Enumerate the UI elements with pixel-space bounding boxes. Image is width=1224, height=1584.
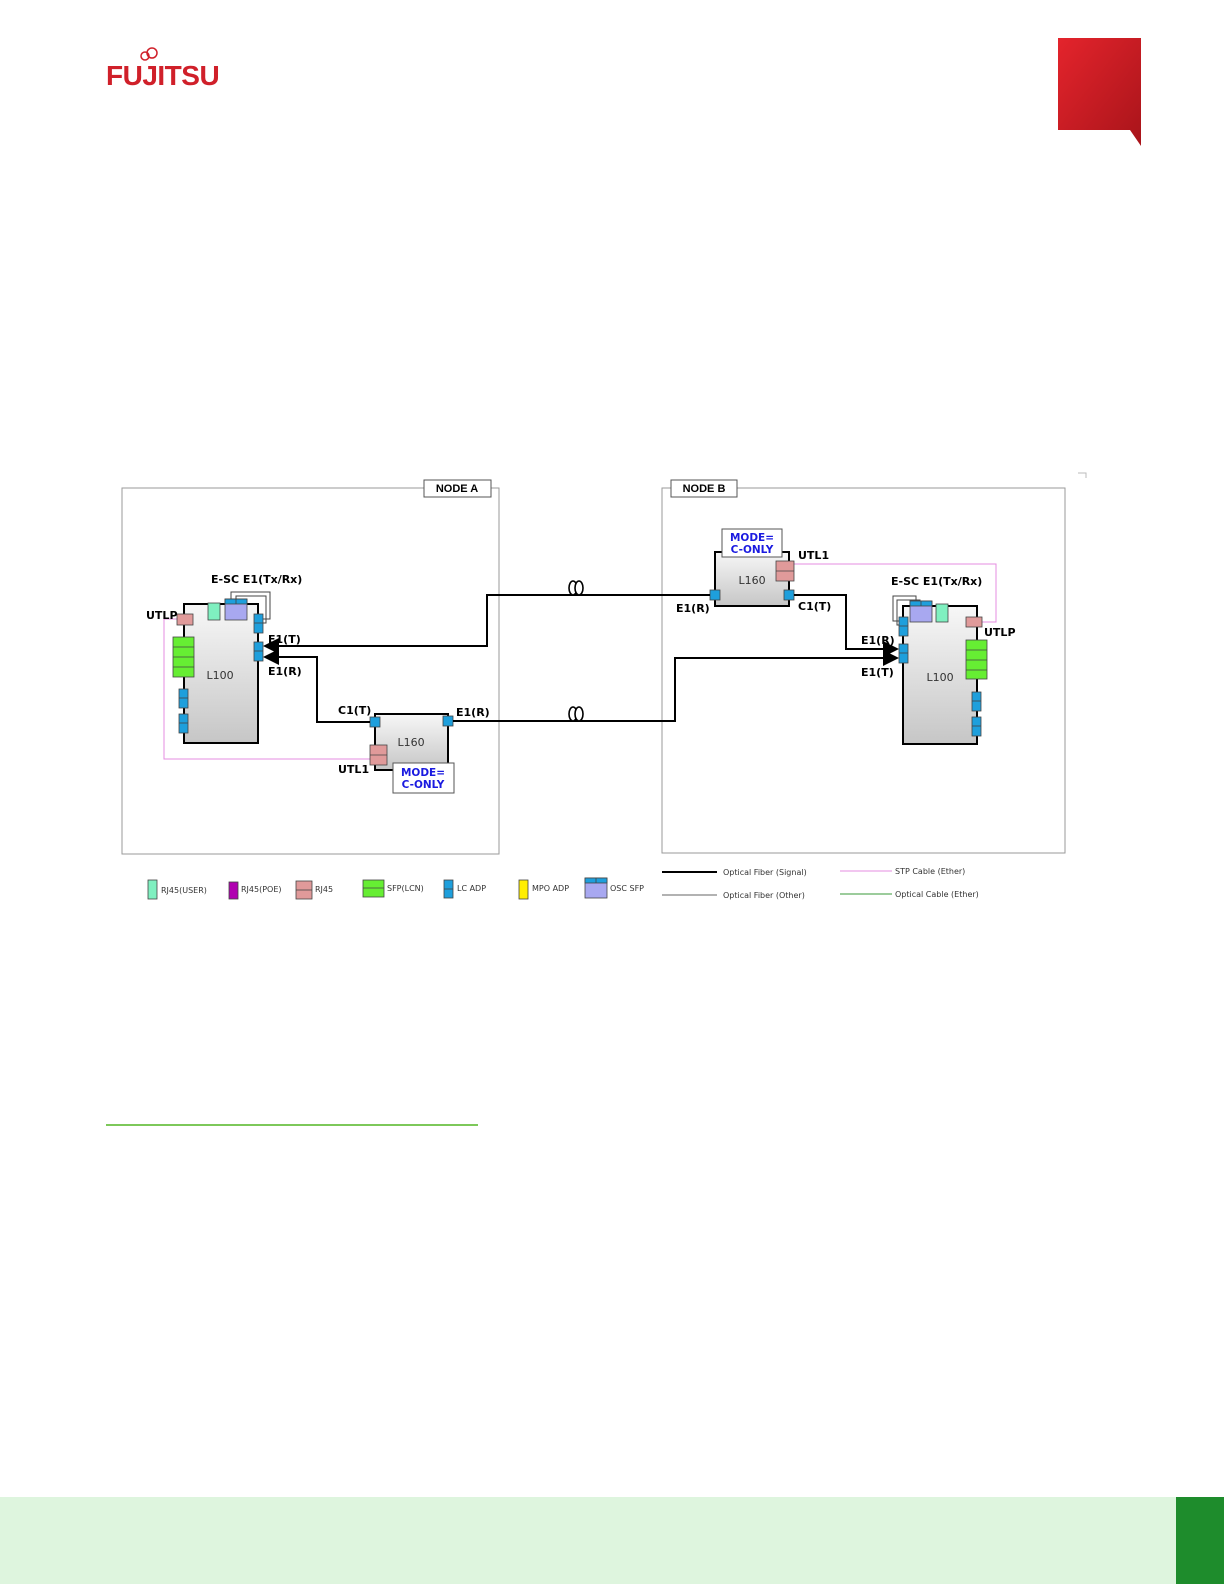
node-b-mode-line1: MODE= [730, 532, 774, 544]
node-a-frame: NODE A [121, 479, 500, 855]
fiber-coil-icon [568, 580, 584, 722]
legend-rj45-user: RJ45(USER) [161, 886, 207, 895]
node-a-l160-e1r-label: E1(R) [456, 706, 490, 719]
legend-rj45-poe: RJ45(POE) [241, 885, 282, 894]
node-a-l160-label: L160 [397, 736, 424, 749]
legend-sfp-lcn: SFP(LCN) [387, 884, 424, 893]
node-a-l100-label: L100 [206, 669, 233, 682]
legend: RJ45(USER) RJ45(POE) RJ45 SFP(LCN) LC AD… [147, 867, 979, 900]
node-b-l160-e1r-label: E1(R) [676, 602, 710, 615]
node-b-utlp-label: UTLP [984, 626, 1016, 639]
node-a-e1r-label: E1(R) [268, 665, 302, 678]
node-a-e1t-label: E1(T) [268, 633, 301, 646]
node-b-l100: L100 E-SC E1(Tx/Rx) UTLP E1(R) E1(T) [861, 575, 1016, 745]
node-a-utlp-label: UTLP [146, 609, 178, 622]
node-a-mode-line1: MODE= [401, 767, 445, 779]
node-a-c1t-label: C1(T) [338, 704, 371, 717]
node-b-l160-label: L160 [738, 574, 765, 587]
node-a-l100: L100 E-SC E1(Tx/Rx) UTLP E1(T) E1(R) [146, 573, 370, 760]
section-divider [106, 1124, 478, 1126]
corner-tab-decoration [1058, 38, 1141, 146]
optical-fiber-signal-lines [263, 594, 899, 723]
node-b-l160: L160 MODE= C-ONLY UTL1 E1(R) C1(T) [676, 528, 997, 623]
footer-page-tab [1176, 1497, 1224, 1584]
legend-stp-cable: STP Cable (Ether) [895, 867, 965, 876]
fujitsu-logo: FUJITSU [106, 60, 220, 91]
node-b-e1t-label: E1(T) [861, 666, 894, 679]
footer-band [0, 1497, 1224, 1584]
legend-optical-cable: Optical Cable (Ether) [895, 890, 979, 899]
node-a-l160: L160 MODE= C-ONLY C1(T) E1(R) UTL1 [338, 704, 490, 794]
legend-fiber-signal: Optical Fiber (Signal) [723, 868, 807, 877]
legend-rj45: RJ45 [315, 885, 333, 894]
node-b-l100-label: L100 [926, 671, 953, 684]
legend-fiber-other: Optical Fiber (Other) [723, 891, 805, 900]
node-a-utl1-label: UTL1 [338, 763, 369, 776]
node-b-frame: NODE B [661, 479, 1066, 854]
node-b-utl1-label: UTL1 [798, 549, 829, 562]
legend-lc-adp: LC ADP [457, 884, 486, 893]
node-a-esc-label: E-SC E1(Tx/Rx) [211, 573, 302, 586]
legend-osc-sfp: OSC SFP [610, 884, 644, 893]
node-b-mode-line2: C-ONLY [731, 544, 774, 556]
node-a-label: NODE A [436, 483, 478, 495]
node-a-mode-line2: C-ONLY [402, 779, 445, 791]
logo-swirl-icon [140, 47, 158, 61]
node-b-esc-label: E-SC E1(Tx/Rx) [891, 575, 982, 588]
node-b-label: NODE B [683, 483, 726, 495]
node-b-e1r-label: E1(R) [861, 634, 895, 647]
node-b-c1t-label: C1(T) [798, 600, 831, 613]
legend-mpo-adp: MPO ADP [532, 884, 569, 893]
network-diagram: NODE A NODE B L100 [121, 472, 1087, 900]
